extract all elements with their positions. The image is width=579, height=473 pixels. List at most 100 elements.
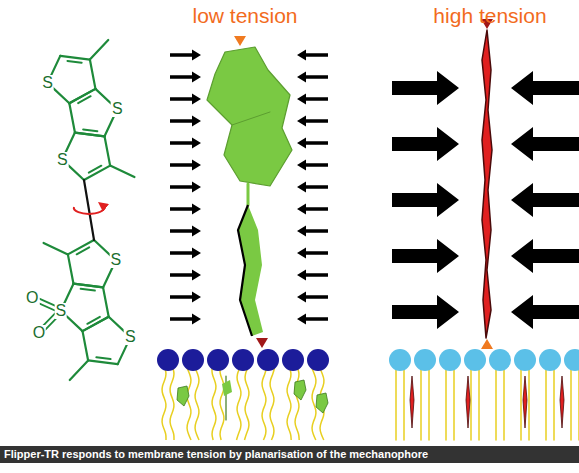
lipid-tail — [420, 368, 422, 440]
large-arrow — [392, 71, 459, 105]
bond — [68, 240, 94, 254]
lipid-head — [539, 349, 561, 371]
small-arrow — [297, 138, 328, 149]
orange-end-marker — [234, 36, 246, 46]
double-bond — [96, 357, 110, 359]
bond — [75, 133, 105, 137]
lipid-tail — [287, 368, 291, 440]
lipid-head — [282, 349, 304, 371]
bond — [90, 60, 96, 89]
lipid-tail — [570, 368, 572, 440]
large-arrow — [511, 71, 579, 105]
atom-label: S — [41, 75, 54, 91]
small-arrow — [297, 314, 328, 325]
atom-label: O — [32, 325, 46, 341]
bond — [69, 89, 95, 103]
membrane-flipper — [222, 380, 232, 396]
double-bond — [83, 129, 97, 131]
ring-edge — [232, 112, 270, 125]
lipid-head — [307, 349, 329, 371]
membranes — [157, 349, 579, 440]
flipper-structure — [31, 40, 134, 380]
lipid-tail — [270, 368, 274, 440]
membrane-flipper — [466, 376, 470, 428]
small-arrow — [297, 270, 328, 281]
membrane-flipper — [177, 386, 189, 406]
lipid-tail — [245, 368, 249, 440]
twisted-flipper-bottom — [238, 205, 263, 336]
state-label: low tension — [192, 5, 297, 26]
large-arrow — [392, 295, 459, 329]
small-arrow — [170, 160, 201, 171]
small-arrow — [170, 116, 201, 127]
large-arrow — [392, 127, 459, 161]
small-arrow — [297, 94, 328, 105]
bond — [75, 133, 105, 137]
lipid-head — [414, 349, 436, 371]
lipid-tail — [470, 368, 472, 440]
small-arrow — [297, 248, 328, 259]
lipid-tail — [478, 368, 480, 440]
membrane-flipper — [294, 380, 306, 400]
double-bond — [87, 317, 100, 324]
planar-flipper — [482, 30, 492, 338]
lipid-tail — [545, 368, 547, 440]
methyl-bond — [44, 243, 68, 254]
small-arrow — [297, 292, 328, 303]
flipper-stem — [247, 184, 250, 205]
lipid-head — [464, 349, 486, 371]
double-bond — [77, 247, 90, 254]
orange-end-marker — [481, 339, 493, 349]
rotation-arrow — [74, 205, 104, 214]
methyl-bond — [70, 360, 88, 380]
lipid-head — [157, 349, 179, 371]
lipid-head — [489, 349, 511, 371]
lipid-head — [564, 349, 579, 371]
lipid-tail — [170, 368, 174, 440]
small-arrow — [170, 138, 201, 149]
small-arrow — [297, 160, 328, 171]
methyl-bond — [90, 40, 108, 60]
bond — [83, 317, 109, 331]
lipid-tail — [528, 368, 530, 440]
caption-bar — [0, 446, 579, 463]
lipid-tail — [395, 368, 397, 440]
membrane-flipper — [410, 376, 414, 428]
lipid-head — [182, 349, 204, 371]
bond — [105, 136, 111, 165]
small-arrow — [297, 226, 328, 237]
small-arrow — [297, 116, 328, 127]
lipid-tail — [578, 368, 579, 440]
small-arrow — [170, 226, 201, 237]
small-arrow — [297, 50, 328, 61]
double-bond — [78, 96, 91, 103]
small-arrow — [170, 72, 201, 83]
bond — [73, 284, 103, 288]
large-arrow — [392, 183, 459, 217]
bond — [83, 317, 109, 331]
large-arrow — [511, 239, 579, 273]
small-arrow — [170, 314, 201, 325]
lipid-head — [389, 349, 411, 371]
small-arrow — [170, 270, 201, 281]
atom-label: S — [56, 152, 69, 168]
small-arrow — [297, 204, 328, 215]
lipid-tail — [187, 368, 191, 440]
lipid-head — [257, 349, 279, 371]
lipid-head — [207, 349, 229, 371]
lipid-head — [514, 349, 536, 371]
bond — [69, 89, 95, 103]
atom-label: S — [54, 303, 67, 319]
lipid-tail — [212, 368, 216, 440]
small-arrow — [170, 204, 201, 215]
membrane-flipper — [316, 393, 328, 413]
lipid-tail — [220, 368, 224, 440]
atom-label: S — [109, 252, 122, 268]
small-arrow — [170, 94, 201, 105]
double-bond — [89, 166, 102, 173]
bond — [83, 331, 89, 360]
lipid-tail — [445, 368, 447, 440]
small-arrow — [170, 182, 201, 193]
lipid-tail — [428, 368, 430, 440]
